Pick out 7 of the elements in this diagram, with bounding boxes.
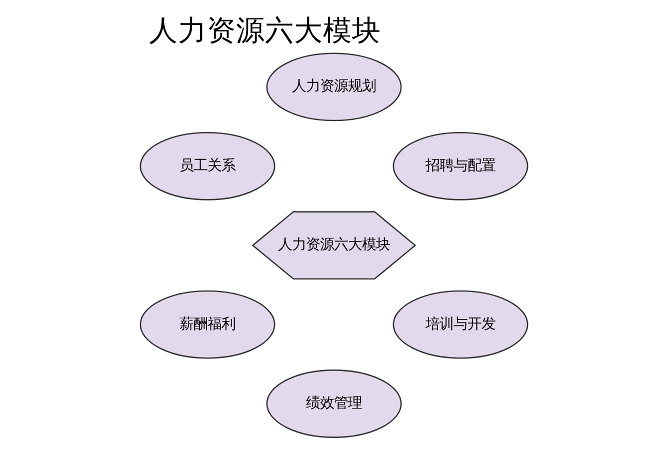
node-ellipse: 招聘与配置 [392,132,528,200]
diagram-title: 人力资源六大模块 [148,12,381,47]
node-ellipse: 绩效管理 [266,370,402,438]
node-ellipse: 员工关系 [139,132,275,200]
node-ellipse: 薪酬福利 [139,290,275,359]
node-ellipse: 人力资源规划 [266,52,402,122]
node-ellipse: 培训与开发 [392,290,528,359]
